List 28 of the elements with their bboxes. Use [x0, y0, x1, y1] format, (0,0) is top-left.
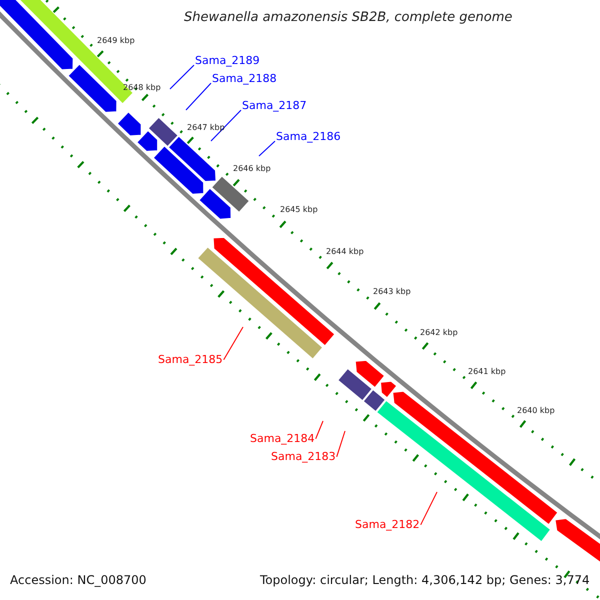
scale-label: 2645 kbp [280, 204, 318, 214]
scale-label: 2649 kbp [97, 36, 135, 45]
scale-label: 2641 kbp [468, 366, 506, 376]
scale-label: 2643 kbp [373, 286, 411, 296]
gene-label: Sama_2184 [250, 432, 315, 446]
leader-line [258, 140, 276, 156]
map-title: Shewanella amazonensis SB2B, complete genome [184, 10, 512, 26]
gene-label: Sama_2182 [355, 518, 420, 532]
footer-text: Topology: circular; Length: 4,306,142 bp; Genes: 3,774 [260, 574, 590, 588]
leader-line [336, 430, 346, 458]
gene-label: Sama_2186 [276, 130, 341, 144]
leader-line [210, 110, 242, 142]
scale-label: 2640 kbp [517, 406, 555, 415]
scale-label: 2644 kbp [326, 246, 364, 256]
gene-label: Sama_2189 [195, 54, 260, 68]
leader-line [315, 420, 324, 440]
gene-label: Sama_2187 [242, 100, 307, 112]
leader-line [186, 82, 212, 110]
gene-label: Sama_2188 [212, 72, 277, 86]
footer-text: Accession: NC_008700 [10, 574, 146, 588]
scale-label: 2642 kbp [420, 328, 458, 337]
leader-line [170, 64, 194, 90]
gene-label: Sama_2183 [271, 450, 336, 464]
leader-line [420, 492, 438, 526]
leader-line [223, 326, 244, 360]
scale-label: 2647 kbp [187, 122, 225, 132]
scale-label: 2646 kbp [233, 164, 271, 173]
gene-label: Sama_2185 [158, 354, 223, 366]
